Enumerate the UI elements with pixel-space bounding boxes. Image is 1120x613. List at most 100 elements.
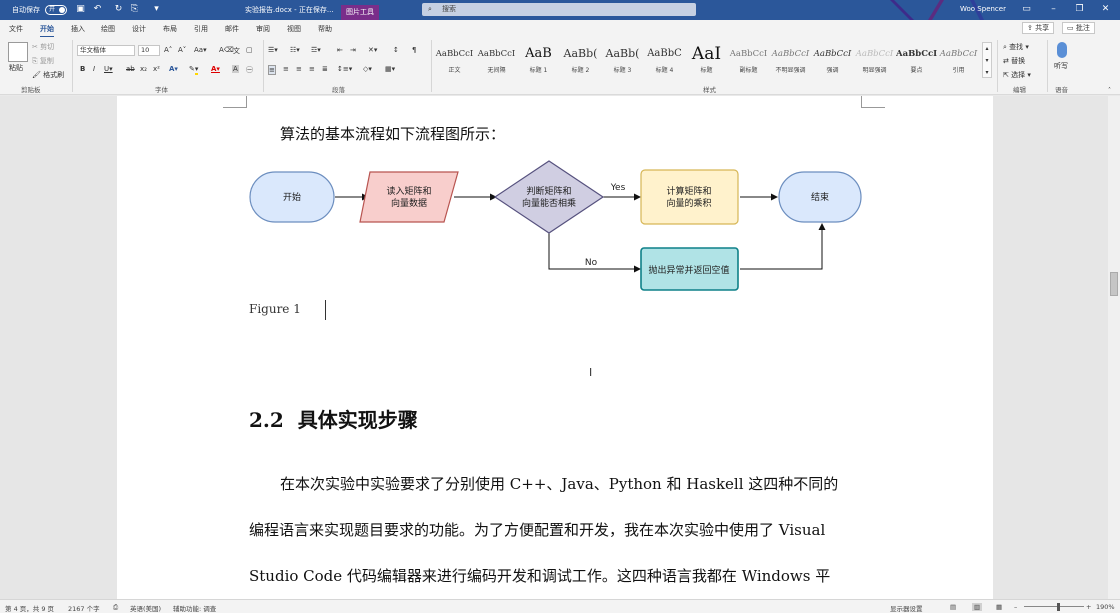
style-heading-3[interactable]: AaBb(标题 3 xyxy=(602,46,643,76)
italic-icon[interactable]: I xyxy=(93,65,96,73)
align-left-icon[interactable]: ≡ xyxy=(268,65,276,75)
collapse-ribbon-icon[interactable]: ˄ xyxy=(1108,87,1111,94)
paste-button[interactable]: 粘贴 xyxy=(9,64,23,72)
language-indicator[interactable]: 英语(美国) xyxy=(130,605,162,613)
borders-icon[interactable]: ▦▾ xyxy=(385,65,396,73)
scrollbar-thumb[interactable] xyxy=(1110,272,1118,296)
minimize-icon[interactable]: – xyxy=(1051,4,1056,14)
vertical-scrollbar[interactable] xyxy=(1108,96,1120,599)
zoom-in-icon[interactable]: + xyxy=(1086,603,1092,611)
multilevel-list-icon[interactable]: ☲▾ xyxy=(311,46,321,54)
justify-icon[interactable]: ≡ xyxy=(309,65,315,73)
zoom-slider-thumb[interactable] xyxy=(1057,603,1060,611)
highlight-icon[interactable]: ✎▾ xyxy=(189,65,199,75)
close-icon[interactable]: ✕ xyxy=(1101,4,1110,14)
decrease-indent-icon[interactable]: ⇤ xyxy=(337,46,343,54)
error-process[interactable] xyxy=(640,247,739,291)
select-button[interactable]: ⇱ 选择 ▾ xyxy=(1003,71,1031,79)
strikethrough-icon[interactable]: ab xyxy=(126,65,135,73)
tab-review[interactable]: 审阅 xyxy=(256,25,270,33)
chinese-layout-icon[interactable]: ✕▾ xyxy=(368,46,378,54)
zoom-out-icon[interactable]: – xyxy=(1014,603,1018,611)
text-effects-icon[interactable]: A▾ xyxy=(169,65,178,73)
char-shading-icon[interactable]: A xyxy=(232,65,239,73)
display-settings[interactable]: 显示器设置 xyxy=(890,605,923,613)
copy-button[interactable]: ⎘ 复制 xyxy=(32,57,54,65)
start-terminal[interactable] xyxy=(249,171,335,223)
quick-access-icon[interactable]: ⎘ xyxy=(130,4,139,14)
tab-file[interactable]: 文件 xyxy=(9,25,23,33)
document-page[interactable]: 算法的基本流程如下流程图所示： 开始 读入矩阵和 xyxy=(117,96,993,599)
web-layout-icon[interactable]: ▦ xyxy=(996,603,1003,611)
font-size-combo[interactable]: 10 xyxy=(138,45,160,56)
increase-indent-icon[interactable]: ⇥ xyxy=(350,46,356,54)
tab-home[interactable]: 开始 xyxy=(40,24,54,38)
font-name-combo[interactable]: 华文楷体 xyxy=(77,45,135,56)
distributed-icon[interactable]: ≣ xyxy=(322,65,328,73)
search-box[interactable]: ⌕搜索 xyxy=(422,3,696,16)
dictate-button[interactable]: 听写 xyxy=(1054,62,1068,70)
underline-icon[interactable]: U▾ xyxy=(104,65,113,73)
tab-design[interactable]: 设计 xyxy=(132,25,146,33)
subscript-icon[interactable]: x₂ xyxy=(140,65,147,73)
share-button[interactable]: ⇪ 共享 xyxy=(1022,22,1055,34)
redo-icon[interactable]: ↻ xyxy=(114,4,123,14)
format-painter-button[interactable]: 🖌 格式刷 xyxy=(32,71,65,79)
accessibility-status[interactable]: 辅助功能: 调查 xyxy=(173,605,217,613)
microphone-icon[interactable] xyxy=(1057,42,1067,58)
show-marks-icon[interactable]: ¶ xyxy=(412,46,417,54)
print-layout-icon[interactable]: ▥ xyxy=(972,603,983,611)
picture-tools-tab[interactable]: 图片工具 xyxy=(341,5,379,20)
align-center-icon[interactable]: ≡ xyxy=(283,65,289,73)
numbering-icon[interactable]: ☷▾ xyxy=(290,46,300,54)
enclose-char-icon[interactable]: ㊀ xyxy=(246,66,253,74)
tab-references[interactable]: 引用 xyxy=(194,25,208,33)
save-icon[interactable]: ▣ xyxy=(76,4,85,14)
word-count[interactable]: 2167 个字 xyxy=(68,605,100,613)
replace-button[interactable]: ⇄ 替换 xyxy=(1003,57,1026,65)
end-terminal[interactable] xyxy=(778,171,862,223)
bullets-icon[interactable]: ☰▾ xyxy=(268,46,278,54)
tab-draw[interactable]: 绘图 xyxy=(101,25,115,33)
shading-icon[interactable]: ◇▾ xyxy=(363,65,372,73)
comments-button[interactable]: ▭ 批注 xyxy=(1062,22,1095,34)
compute-process[interactable] xyxy=(640,169,739,225)
zoom-slider[interactable] xyxy=(1024,606,1084,607)
sort-icon[interactable]: ↕ xyxy=(393,46,399,54)
styles-scroll-icon[interactable]: ▴▾▾ xyxy=(982,42,992,78)
line-spacing-icon[interactable]: ↕≡▾ xyxy=(337,65,353,73)
user-name[interactable]: Woo Spencer xyxy=(960,5,1006,13)
grow-font-icon[interactable]: A˄ xyxy=(164,46,173,54)
font-color-icon[interactable]: A▾ xyxy=(211,65,220,73)
customize-toolbar-icon[interactable]: ▾ xyxy=(154,4,159,14)
find-button[interactable]: ⌕ 查找 ▾ xyxy=(1003,43,1029,51)
tab-view[interactable]: 视图 xyxy=(287,25,301,33)
align-right-icon[interactable]: ≡ xyxy=(296,65,302,73)
autosave-toggle[interactable]: 开 xyxy=(45,5,67,15)
shrink-font-icon[interactable]: A˅ xyxy=(178,46,187,54)
flowchart-figure[interactable]: 开始 读入矩阵和 向量数据 判断矩阵和 向量能否相乘 Yes No 计算矩阵和 … xyxy=(242,152,867,295)
undo-icon[interactable]: ↶ xyxy=(93,4,102,14)
char-border-icon[interactable]: ▢ xyxy=(246,46,253,54)
clear-format-icon[interactable]: A⌫ xyxy=(219,46,234,54)
decision-diamond[interactable] xyxy=(493,160,605,234)
cut-button[interactable]: ✂ 剪切 xyxy=(32,43,55,51)
restore-icon[interactable]: ❐ xyxy=(1075,4,1084,14)
ribbon-display-icon[interactable]: ▭ xyxy=(1022,4,1031,14)
bold-icon[interactable]: B xyxy=(80,65,86,73)
tab-help[interactable]: 帮助 xyxy=(318,25,332,33)
tab-insert[interactable]: 插入 xyxy=(71,25,85,33)
page-count[interactable]: 第 4 页，共 9 页 xyxy=(5,605,55,613)
style-heading-2[interactable]: AaBb(标题 2 xyxy=(560,46,601,76)
